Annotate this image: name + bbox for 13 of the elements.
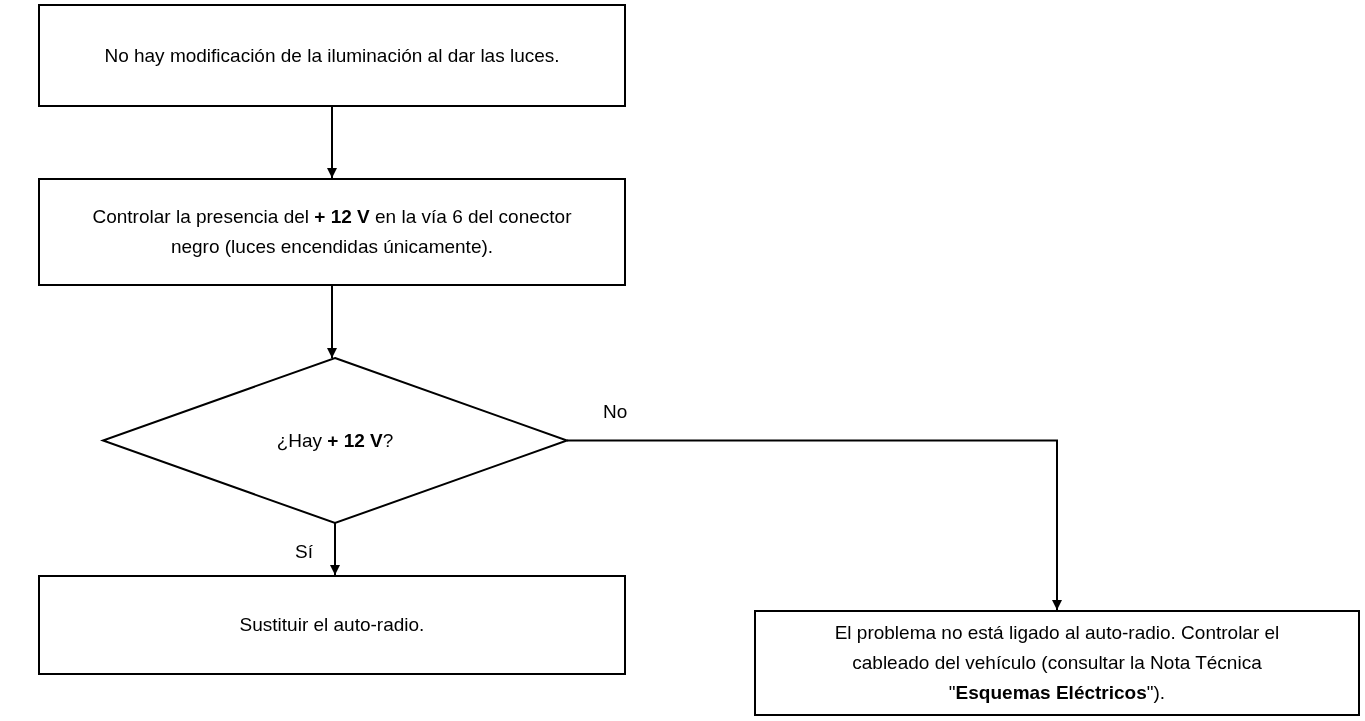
step-text: Sustituir el auto-radio. xyxy=(239,613,425,637)
process-box xyxy=(754,610,1360,716)
step-text: El problema no está ligado al auto-radio. Controlar el cableado del vehículo (consultar la Nota Técnica "Esquemas Eléctricos"). xyxy=(833,621,1281,705)
arrow xyxy=(330,522,340,576)
step-text: Controlar la presencia del + 12 V en la vía 6 del conector negro (luces encendidas únicamente). xyxy=(91,205,573,259)
decision-text: ¿Hay + 12 V? xyxy=(276,428,394,453)
process-box xyxy=(38,575,626,675)
process-box xyxy=(38,4,626,107)
arrow xyxy=(566,439,1062,611)
arrow xyxy=(327,285,337,359)
step-text: No hay modificación de la iluminación al dar las luces. xyxy=(104,43,560,68)
process-box xyxy=(38,178,626,286)
arrow xyxy=(327,106,337,179)
